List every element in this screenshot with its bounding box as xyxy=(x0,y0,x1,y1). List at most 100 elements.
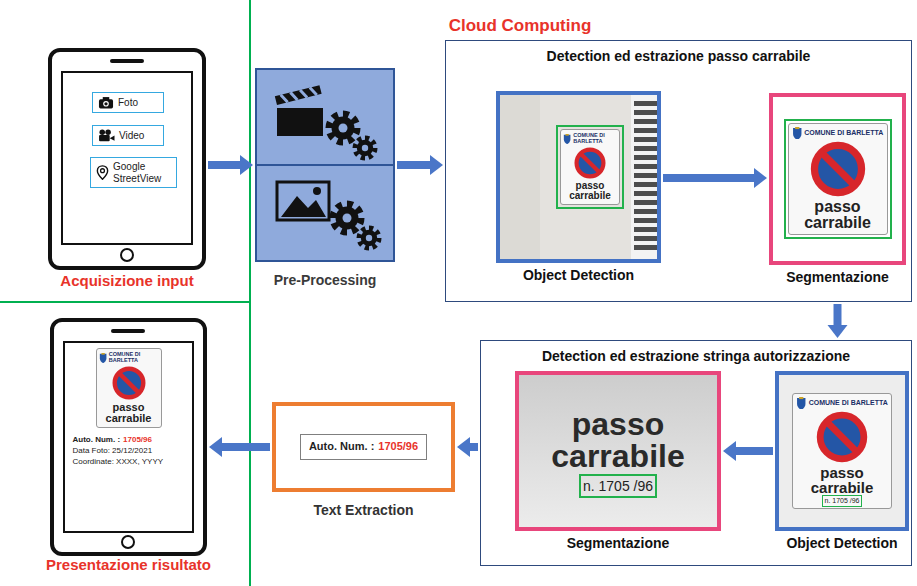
phone-frame-part xyxy=(122,536,134,548)
flow-arrow xyxy=(209,437,270,457)
street-photo-part xyxy=(634,227,657,232)
sign-header: COMUNE DI BARLETTA xyxy=(563,133,617,145)
detection-bbox: COMUNE DI BARLETTApasso carrabile xyxy=(556,125,624,209)
preprocessing-icons-part xyxy=(343,214,352,223)
group-title: Detection ed estrazione passo carrabile xyxy=(547,48,811,65)
preprocessing-icons-part xyxy=(329,114,357,142)
preprocessing-icons xyxy=(257,70,393,260)
sign-text: passo carrabile xyxy=(533,408,703,472)
sign-text: passo carrabile xyxy=(99,402,157,424)
no-parking-symbol xyxy=(112,366,146,400)
separator-line xyxy=(0,301,250,303)
street-photo-part xyxy=(634,137,657,142)
arrow-head xyxy=(828,325,848,338)
caption-holder: Presentazione risultato xyxy=(46,556,211,574)
caption-label: Segmentazione xyxy=(786,269,889,286)
flow-arrow xyxy=(397,155,443,175)
sign-text: passo carrabile xyxy=(802,465,882,495)
phone-frame-part xyxy=(62,72,192,244)
preprocessing-box: Pre-Processing xyxy=(255,68,395,262)
result-date: Data Foto: 25/12/2021 xyxy=(73,446,185,456)
flow-arrow xyxy=(457,437,478,457)
stage-group: Detection ed estrazione passo carrabileC… xyxy=(445,40,912,302)
input-icon xyxy=(96,165,109,180)
preprocessing-icons-part xyxy=(313,187,321,195)
result-line: Auto. Num. :1705/96 xyxy=(73,435,185,445)
result-value: 1705/96 xyxy=(378,440,418,453)
coat-of-arms-part xyxy=(795,127,799,129)
no-parking-symbol-part xyxy=(119,373,139,393)
street-photo-part xyxy=(634,182,657,187)
phone-result: COMUNE DI BARLETTA passo carrabileAuto. N… xyxy=(50,318,207,556)
input-option: Google StreetView xyxy=(90,157,177,188)
sign-header: COMUNE DI BARLETTA xyxy=(791,127,885,140)
input-icon xyxy=(98,129,115,142)
flow-arrow xyxy=(723,441,773,461)
segmentation-image: COMUNE DI BARLETTApasso carrabileSegment… xyxy=(769,93,906,265)
coat-of-arms-part xyxy=(565,134,568,136)
coat-of-arms-part xyxy=(99,354,106,363)
detection-bbox: COMUNE DI BARLETTA passo carrabile xyxy=(784,119,892,240)
caption-label: Acquisizione input xyxy=(60,272,193,290)
sign-municipality: COMUNE DI BARLETTA xyxy=(109,352,159,364)
group-title: Detection ed estrazione stringa autorizz… xyxy=(542,348,850,365)
preprocessing-icons-part xyxy=(336,207,359,230)
input-icon-part xyxy=(99,99,113,108)
stage-group: Detection ed estrazione stringa autorizz… xyxy=(480,340,912,566)
no-parking-symbol-part xyxy=(821,153,853,185)
street-photo-part xyxy=(634,173,657,178)
sign-text: passo carrabile xyxy=(795,199,880,231)
sign-municipality: COMUNE DI BARLETTA xyxy=(573,133,617,145)
caption-label: Text Extraction xyxy=(313,502,413,519)
coat-of-arms-part xyxy=(799,397,803,399)
arrow-head xyxy=(209,437,222,457)
sign-number: n. 1705 /96 xyxy=(824,497,859,505)
input-icon-part xyxy=(105,130,111,136)
arrow-shaft xyxy=(397,161,432,169)
no-parking-symbol-part xyxy=(827,422,857,452)
coat-of-arms xyxy=(563,134,571,144)
caption-holder: Segmentazione xyxy=(567,535,670,552)
result-info: Auto. Num. :1705/96Data Foto: 25/12/2021… xyxy=(73,435,185,468)
preprocessing-icons-part xyxy=(355,138,375,158)
coat-of-arms xyxy=(99,353,107,363)
phone-frame-part xyxy=(64,342,193,532)
sign-header: COMUNE DI BARLETTA xyxy=(99,352,159,364)
arrow-head xyxy=(240,155,253,175)
arrow-shaft xyxy=(663,174,756,182)
street-photo-part xyxy=(634,236,657,241)
street-photo-part xyxy=(631,95,657,259)
arrow-head xyxy=(430,155,443,175)
street-photo-part xyxy=(500,95,540,259)
input-icon-part xyxy=(103,97,110,100)
input-icon-part xyxy=(103,101,109,107)
preprocessing-icons-part xyxy=(275,85,322,105)
no-parking-symbol-part xyxy=(581,153,600,172)
caption-holder: Segmentazione xyxy=(786,269,889,286)
street-photo-part xyxy=(634,164,657,169)
caption-holder: Object Detection xyxy=(786,535,897,552)
input-option: Video xyxy=(92,125,164,146)
caption-holder: Text Extraction xyxy=(313,502,413,519)
detection-image: COMUNE DI BARLETTA passo carrabile n. 1705… xyxy=(775,371,909,531)
result-coordinates: Coordinate: XXXX, YYYY xyxy=(73,457,185,467)
no-parking-symbol-part xyxy=(577,149,604,176)
arrow-shaft xyxy=(734,447,773,455)
no-parking-symbol-part xyxy=(114,368,143,397)
preprocessing-icons-part xyxy=(332,117,355,140)
preprocessing-icons-part xyxy=(362,145,368,151)
sign-municipality: COMUNE DI BARLETTA xyxy=(809,399,888,406)
flow-arrow xyxy=(663,168,767,188)
preprocessing-icons-part xyxy=(281,86,317,103)
street-photo-part xyxy=(634,191,657,196)
input-icon-part xyxy=(110,136,115,141)
street-photo-part xyxy=(634,101,657,106)
preprocessing-icons-part xyxy=(333,204,361,232)
detection-image: COMUNE DI BARLETTApasso carrabileObject … xyxy=(496,91,661,263)
arrow-head xyxy=(754,168,767,188)
option-label: Video xyxy=(119,130,144,142)
preprocessing-icons-part xyxy=(359,228,379,248)
no-parking-symbol xyxy=(816,411,868,463)
phone-input: Acquisizione inputFotoVideoGoogle Street… xyxy=(48,48,206,270)
preprocessing-icons-part xyxy=(277,182,329,220)
